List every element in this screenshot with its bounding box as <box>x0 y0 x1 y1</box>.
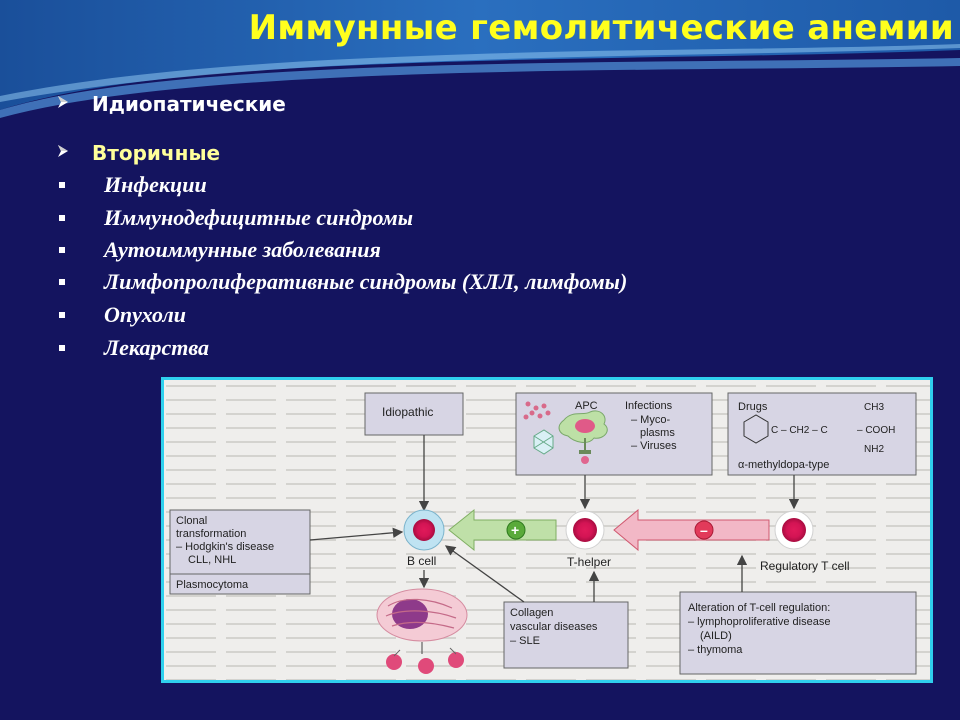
immune-hemolysis-diagram: Idiopathic APC Infections – Myco- plasms… <box>161 377 933 683</box>
list-item-label: Идиопатические <box>92 92 286 116</box>
drugs-label: Drugs <box>738 401 768 413</box>
plasma-cell-icon <box>376 588 468 642</box>
clonal-label-4: CLL, NHL <box>188 554 236 566</box>
t-helper-label: T-helper <box>567 555 611 569</box>
formula-cooh: – COOH <box>857 425 895 436</box>
list-item: Лекарства <box>56 335 209 361</box>
clonal-transformation-box: Clonal transformation – Hodgkin's diseas… <box>169 509 311 595</box>
collagen-box: Collagen vascular diseases – SLE <box>503 601 629 669</box>
arrow-bullet-icon <box>56 144 92 163</box>
list-item: Иммунодефицитные синдромы <box>56 205 413 231</box>
list-item-label: Вторичные <box>92 141 221 165</box>
b-cell: B cell <box>403 509 445 568</box>
alteration-label-4: – thymoma <box>688 644 743 656</box>
list-item: Вторичные <box>56 141 220 165</box>
square-bullet-icon <box>59 247 65 253</box>
list-item: Опухоли <box>56 302 186 328</box>
apc-cell-icon <box>558 410 608 464</box>
plus-icon <box>506 520 526 540</box>
collagen-label-2: vascular diseases <box>510 621 598 633</box>
formula-ch3: CH3 <box>864 402 884 413</box>
minus-sign: – <box>700 522 708 538</box>
treg-label: Regulatory T cell <box>760 559 850 573</box>
alteration-label-2: – lymphoproliferative disease <box>688 616 830 628</box>
minus-icon <box>694 520 714 540</box>
list-item-label: Лекарства <box>104 335 210 360</box>
arrow-bullet-icon <box>56 95 92 114</box>
b-cell-label: B cell <box>407 554 436 568</box>
formula-nh2: NH2 <box>864 444 884 455</box>
clonal-label-3: – Hodgkin's disease <box>176 541 274 553</box>
regulatory-t-cell: Regulatory T cell <box>760 510 850 573</box>
idiopathic-box: Idiopathic <box>364 392 464 436</box>
list-item-label: Лимфопролиферативные синдромы (ХЛЛ, лимф… <box>104 269 628 294</box>
mycoplasms-label-1: – Myco- <box>631 414 670 426</box>
clonal-label-1: Clonal <box>176 515 207 527</box>
page-title: Иммунные гемолитические анемии <box>248 8 954 48</box>
square-bullet-icon <box>59 345 65 351</box>
mycoplasms-label-2: plasms <box>640 427 675 439</box>
idiopathic-label: Idiopathic <box>382 405 433 419</box>
list-item: Инфекции <box>56 172 207 198</box>
list-item-label: Опухоли <box>104 302 187 327</box>
list-item-label: Иммунодефицитные синдромы <box>104 205 414 230</box>
benzene-ring-icon <box>743 414 769 444</box>
virus-icon <box>533 429 554 455</box>
title-banner: Иммунные гемолитические анемии <box>0 0 960 118</box>
diagram-canvas: Idiopathic APC Infections – Myco- plasms… <box>164 380 930 680</box>
list-item-label: Аутоиммунные заболевания <box>104 237 381 262</box>
formula-chain: C – CH2 – C <box>771 425 828 436</box>
viruses-label: – Viruses <box>631 440 677 452</box>
apc-infections-box: APC Infections – Myco- plasms – Viruses <box>515 392 713 476</box>
plasmocytoma-label: Plasmocytoma <box>176 579 249 591</box>
square-bullet-icon <box>59 215 65 221</box>
alteration-label-3: (AILD) <box>700 630 732 642</box>
t-helper-cell: T-helper <box>565 510 611 569</box>
mycoplasma-particles-icon <box>523 401 551 420</box>
alteration-box: Alteration of T-cell regulation: – lymph… <box>679 591 917 675</box>
apc-label: APC <box>575 400 598 412</box>
collagen-label-3: – SLE <box>510 635 540 647</box>
collagen-label-1: Collagen <box>510 607 553 619</box>
drugs-box: Drugs C – CH2 – C CH3 – COOH NH2 α-methy… <box>727 392 917 476</box>
infections-label: Infections <box>625 400 673 412</box>
help-arrow: + <box>448 508 557 552</box>
square-bullet-icon <box>59 182 65 188</box>
square-bullet-icon <box>59 279 65 285</box>
alteration-label-1: Alteration of T-cell regulation: <box>688 602 830 614</box>
list-item: Лимфопролиферативные синдромы (ХЛЛ, лимф… <box>56 269 627 295</box>
list-item-label: Инфекции <box>104 172 207 197</box>
list-item: Аутоиммунные заболевания <box>56 237 381 263</box>
suppression-arrow: – <box>613 508 770 552</box>
banner-swoosh <box>0 0 960 118</box>
list-item: Идиопатические <box>56 92 286 116</box>
square-bullet-icon <box>59 312 65 318</box>
methyldopa-label: α-methyldopa-type <box>738 459 829 471</box>
antibody-particles-icon <box>386 647 464 674</box>
plus-sign: + <box>511 522 519 538</box>
clonal-label-2: transformation <box>176 528 246 540</box>
